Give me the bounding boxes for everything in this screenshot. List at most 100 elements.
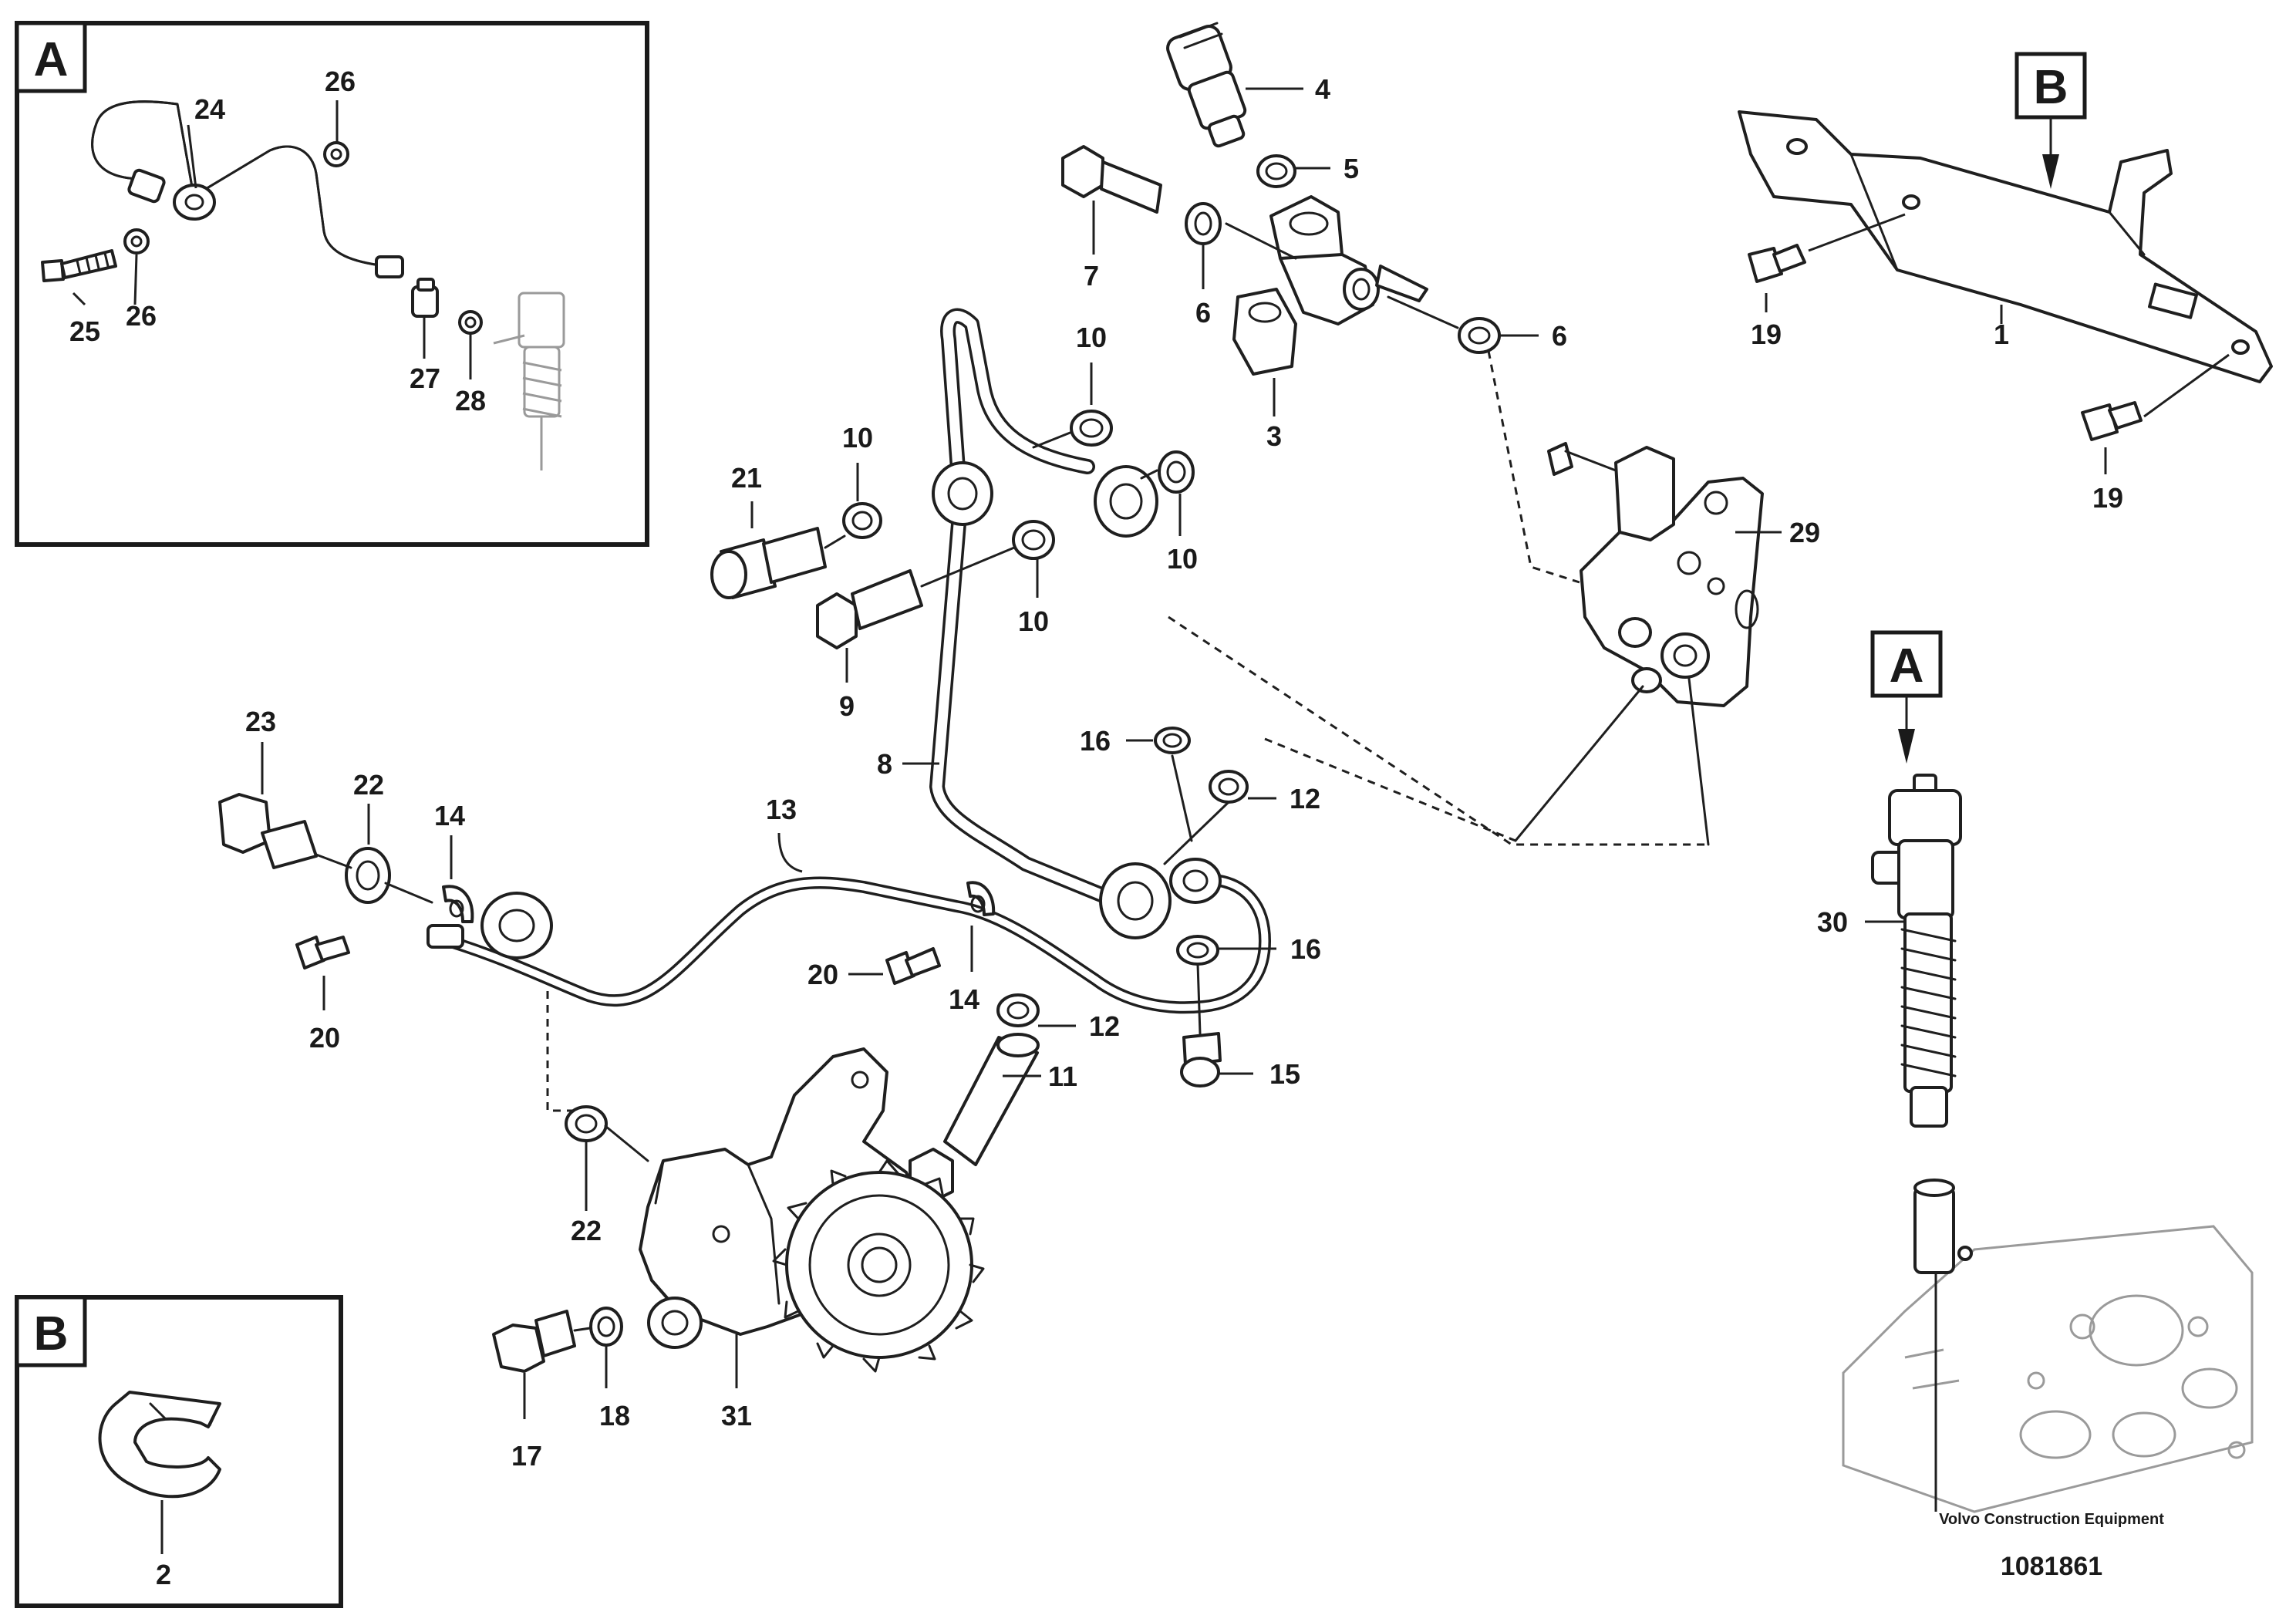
washer-part-10-b [842,502,882,539]
bolt-part-20-left [295,936,350,969]
valve-block-part-29 [1547,442,1764,707]
inset-a-injector-ghost [493,292,565,470]
washer-icon [123,228,150,255]
bolt-19-lower [2081,401,2143,441]
sensor-part-4 [1166,22,1247,148]
banjo-bolt-part-9 [816,569,923,649]
inset-a-frame: A [15,21,649,547]
washer-part-16-lower [1176,935,1219,966]
callout-14: 14 [949,983,979,1015]
pipe-clamp-part-14-left [442,885,474,923]
washer-icon [323,141,349,167]
callout-9: 9 [839,690,855,722]
callout-22: 22 [571,1215,602,1246]
document-number: 1081861 [2000,1552,2103,1581]
callout-18: 18 [599,1400,630,1431]
washer-part-18 [589,1307,623,1347]
callout-26: 26 [126,300,157,332]
callout-21: 21 [731,462,762,494]
clip-part-2 [98,1391,221,1499]
view-marker-b: B [2014,52,2087,189]
callout-6: 6 [1195,297,1211,329]
inset-b-label: B [34,1307,69,1361]
washer-part-10-c [1012,520,1055,560]
fuel-pump-part-31 [639,1047,985,1373]
washer-part-6-upper [1185,202,1222,245]
callout-10: 10 [842,422,873,454]
bracket-part-1 [1738,110,2273,383]
callout-27: 27 [410,363,440,394]
callout-4: 4 [1315,73,1330,105]
callout-28: 28 [455,385,486,416]
washer-part-16-upper [1154,727,1191,754]
callout-20: 20 [807,959,838,990]
banjo-bolt-part-21 [710,527,827,599]
washer-icon [458,310,483,335]
svg-text:B: B [2034,61,2068,114]
callout-6: 6 [1552,320,1567,352]
spring-icon [1900,912,1957,1093]
callout-26: 26 [325,66,356,97]
washer-part-6-right [1458,317,1501,354]
washer-part-12-upper [1209,770,1249,804]
inset-a-bolt-25 [41,228,150,282]
publisher-label: Volvo Construction Equipment [1939,1511,2164,1528]
callout-19: 19 [2092,482,2123,514]
pipe-clamp-icon [173,184,216,221]
callout-2: 2 [156,1559,171,1590]
callout-15: 15 [1269,1058,1300,1090]
washer-part-5 [1256,154,1296,188]
inset-a-injector-pipe [91,100,404,278]
callout-8: 8 [877,748,892,780]
bolt-part-7 [1061,145,1162,214]
inset-a-leaders [72,100,472,379]
banjo-fitting-part-3 [1232,195,1428,376]
callout-10: 10 [1076,322,1107,353]
callout-16: 16 [1080,725,1111,757]
callout-7: 7 [1084,260,1099,292]
callout-20: 20 [309,1022,340,1054]
washer-part-10-a [1070,410,1113,447]
callout-10: 10 [1018,605,1049,637]
callout-12: 12 [1290,783,1320,814]
washer-part-22-upper [345,847,391,904]
callout-5: 5 [1344,153,1359,184]
callout-17: 17 [511,1440,542,1472]
view-marker-a: A [1870,630,1943,764]
union-part-17 [492,1310,576,1373]
banjo-bolt-part-11 [909,1033,1040,1205]
tappet-icon [1913,1186,1955,1274]
bolt-part-20-right [885,947,941,985]
plug-part-15 [1180,1032,1222,1088]
callout-1: 1 [1994,319,2009,350]
callout-3: 3 [1266,420,1282,452]
inset-b-frame: B [15,1295,343,1608]
callout-11: 11 [1048,1061,1077,1092]
callout-12: 12 [1089,1010,1120,1042]
callout-10: 10 [1167,543,1198,575]
washer-part-12-lower [996,993,1040,1027]
callout-16: 16 [1290,933,1321,965]
banjo-bolt-part-23 [218,793,318,869]
pipe-clamp-part-14-right [966,881,996,916]
bolt-19-upper [1748,244,1806,283]
callout-31: 31 [721,1400,752,1431]
callout-30: 30 [1817,906,1848,938]
callout-29: 29 [1789,517,1820,548]
callout-25: 25 [69,315,100,347]
fuel-pipe-part-8 [929,308,1172,939]
callout-24: 24 [194,93,225,125]
svg-text:A: A [1890,639,1924,693]
callout-13: 13 [766,794,797,825]
inset-a-union-27-28 [411,278,483,335]
callout-14: 14 [434,800,465,831]
gear-icon [772,1159,985,1373]
callout-22: 22 [353,769,384,801]
injector-part-30 [1871,774,1973,1512]
washer-part-10-d [1158,450,1195,494]
washer-part-22-lower [565,1105,608,1142]
fuel-pipe-part-13 [426,858,1271,1014]
callout-19: 19 [1751,319,1782,350]
